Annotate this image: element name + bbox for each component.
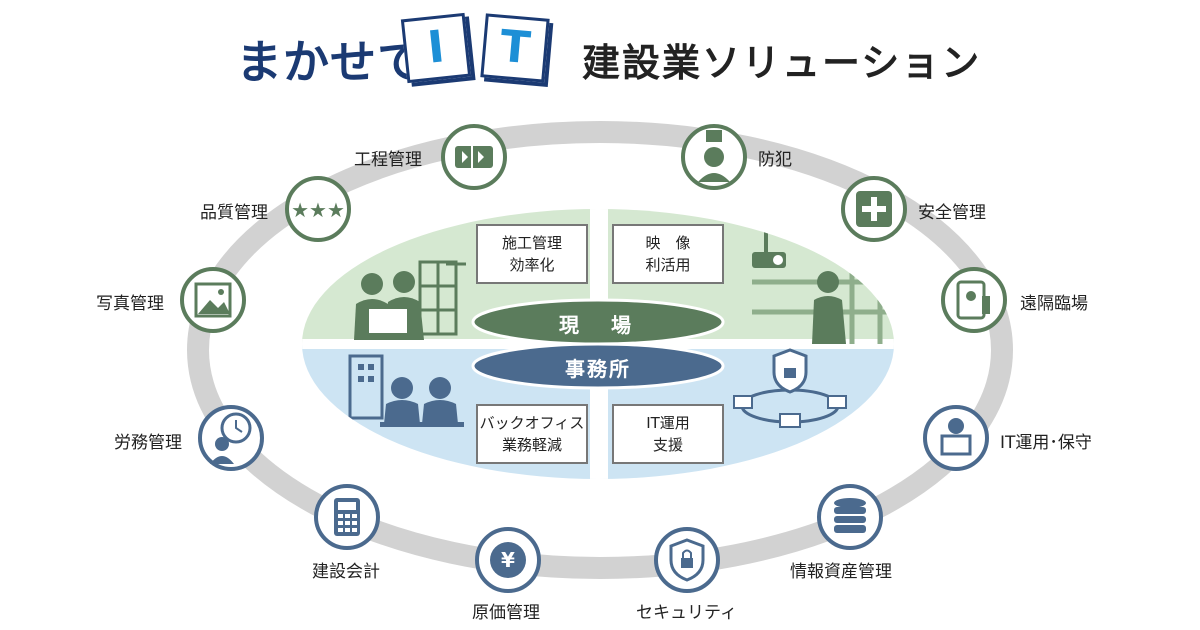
green-icon-circles: ★★★ [180, 124, 1007, 333]
quadrant-line: 効率化 [509, 256, 555, 274]
quadrant-box-bottom-right: IT運用 支援 [612, 404, 724, 464]
blue-icon-circles: ¥ [198, 405, 989, 593]
first-aid-icon [843, 178, 905, 240]
ring-label-it-maintenance: IT運用･保守 [1000, 433, 1092, 453]
stars-icon [287, 178, 349, 240]
process-icon [443, 126, 505, 188]
ring-label-process: 工程管理 [354, 150, 422, 170]
yen-icon [477, 529, 539, 591]
title-suffix: 建設業ソリューション [582, 41, 982, 85]
outer-ring [187, 121, 1013, 579]
quadrant-line: 映 像 [645, 234, 691, 252]
quadrant-line: 施工管理 [501, 234, 562, 252]
svg-text:¥: ¥ [501, 548, 515, 572]
ring-label-security: セキュリティ [636, 603, 737, 623]
svg-text:★★★: ★★★ [291, 198, 345, 222]
ring-label-photo: 写真管理 [96, 294, 164, 314]
workers-illustration [354, 260, 466, 340]
clock-person-icon [200, 407, 262, 469]
ring-label-quality: 品質管理 [200, 203, 268, 223]
quadrant-line: 業務軽減 [501, 436, 562, 454]
remote-tablet-icon [943, 269, 1005, 331]
ring-label-labor: 労務管理 [114, 433, 182, 453]
quadrant-box-bottom-left: バックオフィス 業務軽減 [476, 404, 588, 464]
quadrant-line: バックオフィス [479, 414, 585, 432]
quadrant-line: 利活用 [645, 256, 691, 274]
ring-label-cost: 原価管理 [472, 603, 540, 623]
ring-label-remote: 遠隔臨場 [1020, 294, 1088, 314]
it-support-icon [925, 407, 987, 469]
office-illustration [348, 354, 464, 427]
office-label: 事務所 [565, 357, 631, 381]
crime-prevention-icon [683, 126, 745, 188]
office-pill [471, 342, 725, 390]
title-prefix: まかせて [236, 35, 424, 89]
ring-label-info-asset: 情報資産管理 [790, 562, 892, 582]
quadrant-line: 支援 [652, 436, 683, 454]
genba-label: 現 場 [559, 313, 637, 337]
shield-lock-icon [656, 529, 718, 591]
calculator-icon [316, 486, 378, 548]
ring-label-crime-prevention: 防犯 [758, 150, 792, 170]
quadrant-box-top-left: 施工管理 効率化 [476, 224, 588, 284]
network-illustration [733, 348, 847, 428]
photo-icon [182, 269, 244, 331]
ring-label-safety: 安全管理 [918, 203, 986, 223]
quadrant-box-top-right: 映 像 利活用 [612, 224, 724, 284]
database-icon [819, 486, 881, 548]
quadrant-line: IT運用 [646, 414, 690, 432]
ring-label-accounting: 建設会計 [312, 562, 380, 582]
